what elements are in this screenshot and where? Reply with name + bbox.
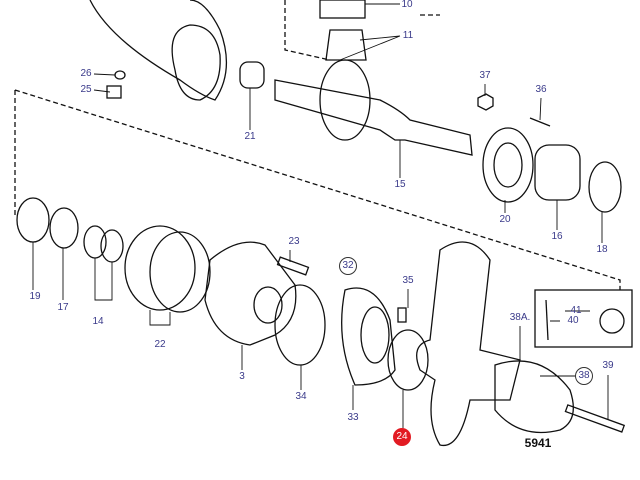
- part-16-bearing: [534, 144, 581, 201]
- label-part-21: 21: [244, 131, 256, 142]
- label-part-33: 33: [347, 412, 359, 423]
- label-part-35: 35: [402, 275, 414, 286]
- part-23-screw: [276, 256, 310, 276]
- label-part-37: 37: [479, 70, 491, 81]
- part-40-cotter-pin: [545, 299, 549, 341]
- part-20-flange-hole: [493, 142, 523, 188]
- label-part-38: 38: [575, 367, 593, 385]
- part-33-bore: [360, 306, 390, 364]
- part-33-cone: [341, 287, 396, 386]
- part-20-flange: [482, 127, 534, 203]
- part-14-ring-b: [100, 229, 124, 263]
- part-3-bearing-housing: [204, 241, 297, 346]
- label-part-23: 23: [288, 236, 300, 247]
- assembly-dashed-outline: [14, 0, 621, 290]
- part-11-gear: [319, 59, 371, 141]
- part-37-nut: [477, 93, 494, 111]
- part-36-pin: [529, 117, 551, 127]
- leader-lines: [32, 3, 609, 428]
- part-41-castle-nut: [599, 308, 625, 334]
- label-part-18: 18: [596, 244, 608, 255]
- part-22-oring-a: [124, 225, 196, 311]
- label-part-38a: 38A.: [509, 312, 531, 323]
- part-18-ring: [588, 161, 622, 213]
- label-part-25: 25: [80, 84, 92, 95]
- label-part-14: 14: [92, 316, 104, 327]
- part-34-oring: [274, 284, 326, 366]
- label-part-19: 19: [29, 291, 41, 302]
- inset-box: [534, 289, 633, 348]
- label-part-40: 40: [567, 315, 579, 326]
- label-part-17: 17: [57, 302, 69, 313]
- label-part-24-highlighted[interactable]: 24: [393, 428, 411, 446]
- label-part-11: 11: [402, 30, 414, 41]
- part-3-bore: [253, 286, 283, 324]
- part-24-washer: [387, 329, 429, 391]
- part-22-oring-b: [149, 231, 211, 313]
- housing-opening: [171, 24, 221, 101]
- label-part-22: 22: [154, 339, 166, 350]
- label-part-26: 26: [80, 68, 92, 79]
- part-21-bushing: [239, 61, 265, 89]
- label-part-10: 10: [401, 0, 413, 10]
- label-part-39: 39: [602, 360, 614, 371]
- label-part-41: 41: [570, 305, 582, 316]
- part-19-seal: [16, 197, 50, 243]
- label-part-3: 3: [239, 371, 245, 382]
- part-35-screw: [397, 307, 407, 323]
- part-26-washer: [114, 70, 126, 80]
- label-part-34: 34: [295, 391, 307, 402]
- part-38-cone-nut: [494, 360, 574, 434]
- propeller: [416, 241, 521, 447]
- part-11-pinion: [325, 29, 367, 61]
- part-15-shaft: [274, 79, 473, 156]
- part-39-bolt: [564, 404, 626, 433]
- part-17-ring: [49, 207, 79, 249]
- label-part-36: 36: [535, 84, 547, 95]
- gear-housing: [89, 0, 228, 101]
- label-part-32: 32: [339, 257, 357, 275]
- figure-number: 5941: [524, 436, 552, 450]
- label-part-15: 15: [394, 179, 406, 190]
- part-10-bearing: [319, 0, 366, 19]
- label-part-16: 16: [551, 231, 563, 242]
- label-part-20: 20: [499, 214, 511, 225]
